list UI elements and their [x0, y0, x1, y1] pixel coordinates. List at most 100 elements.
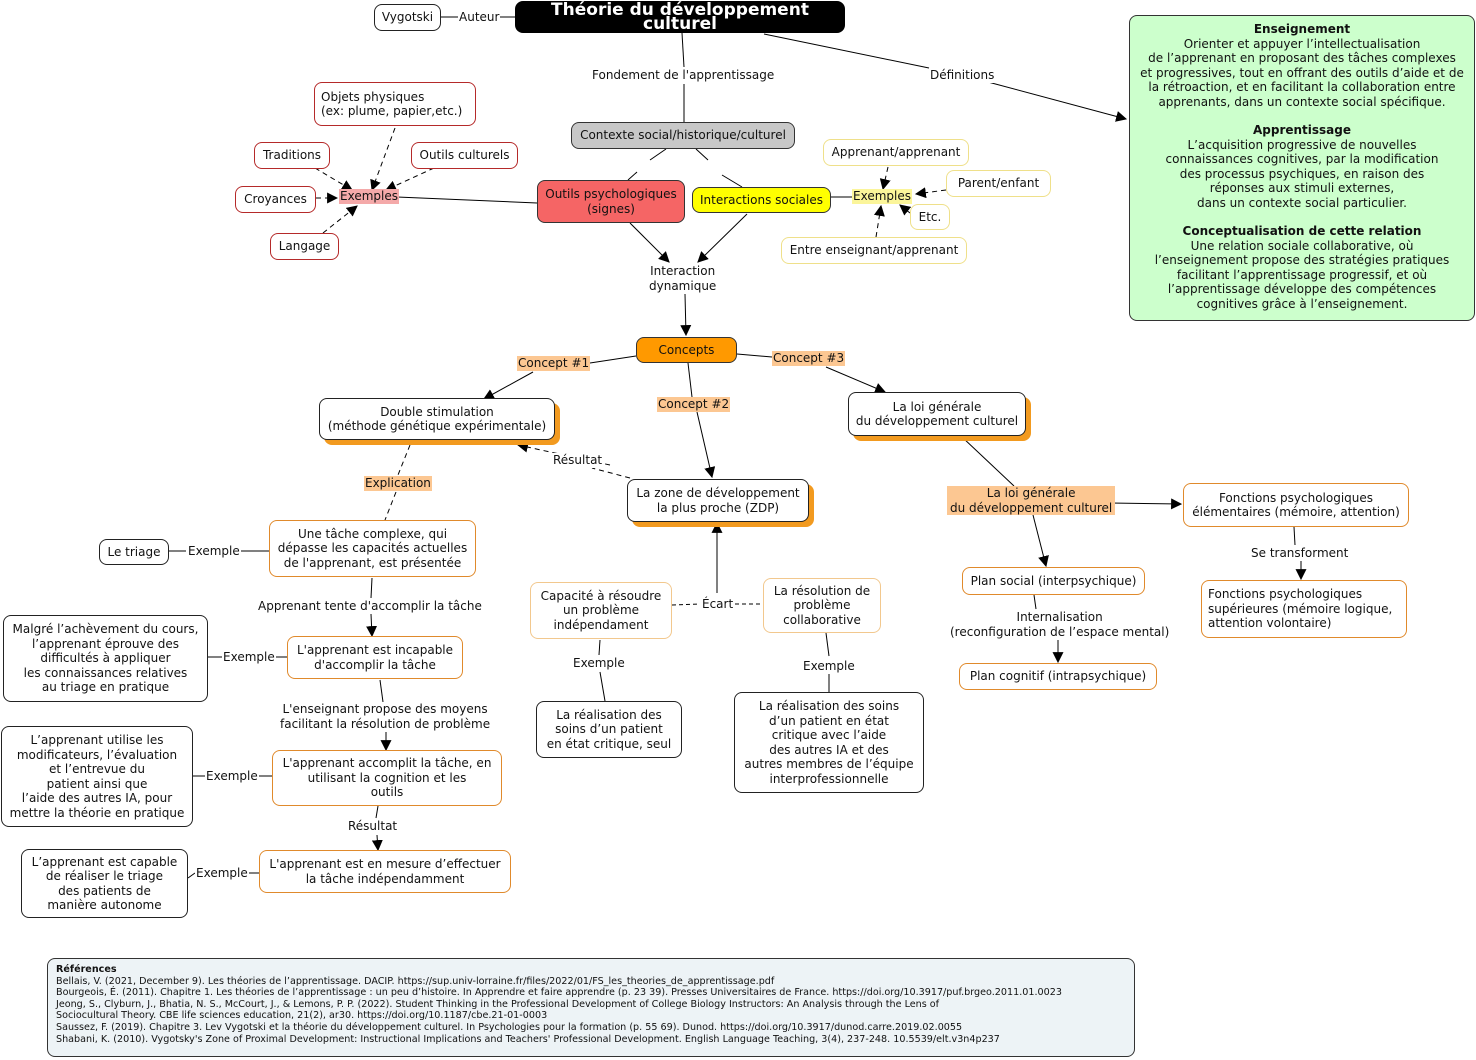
fonctions-superieures-node[interactable]: Fonctions psychologiques supérieures (mé…: [1201, 580, 1407, 638]
zdp-independant-text: Capacité à résoudre un problème indépend…: [540, 588, 662, 632]
outils-psychologiques-label: Outils psychologiques (signes): [545, 187, 677, 216]
example-text: Malgré l’achèvement du cours, l’apprenan…: [12, 622, 199, 695]
example-text: Objets physiques (ex: plume, papier,etc.…: [321, 89, 463, 119]
example-text: Outils culturels: [419, 148, 510, 163]
contexte-node[interactable]: Contexte social/historique/culturel: [571, 122, 795, 149]
concept-1-link-label: Concept #1: [517, 356, 591, 371]
example-text: Entre enseignant/apprenant: [789, 243, 959, 258]
loi-generale-node[interactable]: La loi générale du développement culture…: [848, 392, 1026, 436]
edge-c2-b: [696, 411, 716, 479]
interactions-exemples-label: Exemples: [852, 189, 912, 204]
example-enseignant-apprenant[interactable]: Entre enseignant/apprenant: [781, 237, 967, 264]
plan-cognitif-node[interactable]: Plan cognitif (intrapsychique): [959, 663, 1157, 690]
definition-heading: Conceptualisation de cette relation: [1182, 224, 1422, 238]
edge-res-a: [375, 805, 379, 819]
resultat-link-label: Résultat: [347, 819, 399, 834]
zdp-collaborative-node[interactable]: La résolution de problème collaborative: [763, 578, 881, 633]
edge-loi-plansocial: [1032, 514, 1049, 568]
step-text: L'apprenant est incapable d'accomplir la…: [296, 643, 454, 672]
references-heading: Références: [56, 964, 117, 975]
edge-loi-label: [961, 436, 1015, 487]
outils-psychologiques-node[interactable]: Outils psychologiques (signes): [537, 180, 685, 223]
fonctions-elementaires-node[interactable]: Fonctions psychologiques élémentaires (m…: [1183, 483, 1409, 527]
zdp-node[interactable]: La zone de développement la plus proche …: [627, 479, 809, 522]
interactions-sociales-node[interactable]: Interactions sociales: [692, 187, 831, 213]
example-parent-enfant[interactable]: Parent/enfant: [946, 170, 1051, 197]
example-soins-seul[interactable]: La réalisation des soins d’un patient en…: [536, 701, 682, 758]
definitions-link-label: Définitions: [929, 68, 996, 83]
ecart-link-label: Écart: [701, 597, 735, 612]
edge-c1-a: [589, 355, 637, 364]
example-text: Parent/enfant: [957, 176, 1040, 191]
step-text: L'apprenant est en mesure d’effectuer la…: [269, 857, 501, 886]
edge-internal-a: [1033, 594, 1037, 610]
step-accomplit[interactable]: L'apprenant accomplit la tâche, en utili…: [272, 750, 502, 806]
edge-langage: [322, 205, 358, 234]
author-node[interactable]: Vygotski: [374, 4, 441, 31]
edge-c2-a: [687, 362, 693, 398]
exemple-link-label: Exemple: [572, 656, 626, 671]
explication-link-label: Explication: [364, 476, 432, 491]
edge-fondement-1: [681, 32, 685, 68]
edge-ctx-outils-a: [649, 148, 667, 161]
example-objets-physiques[interactable]: Objets physiques (ex: plume, papier,etc.…: [314, 82, 476, 126]
example-text: Croyances: [244, 192, 307, 207]
example-text: L’apprenant est capable de réaliser le t…: [31, 854, 178, 913]
fondement-link-label: Fondement de l'apprentissage: [591, 68, 776, 83]
edge-outils-dyn: [629, 222, 670, 263]
definition-heading: Enseignement: [1253, 22, 1351, 36]
example-text: Traditions: [262, 148, 322, 163]
edge-outils-exemples: [396, 196, 538, 204]
se-transforment-link-label: Se transforment: [1250, 546, 1350, 561]
edge-ctx-inter-a: [695, 148, 709, 161]
definition-text: Une relation sociale collaborative, où l…: [1154, 238, 1450, 311]
example-soins-equipe[interactable]: La réalisation des soins d’un patient en…: [734, 692, 924, 793]
reference-item: Saussez, F. (2019). Chapitre 3. Lev Vygo…: [56, 1021, 963, 1033]
tente-link-label: Apprenant tente d'accomplir la tâche: [257, 599, 483, 614]
edge-col-ex-a: [825, 632, 830, 657]
exemple-link-label: Exemple: [205, 769, 259, 784]
step-independamment[interactable]: L'apprenant est en mesure d’effectuer la…: [259, 850, 511, 893]
outils-exemples-label: Exemples: [339, 189, 399, 204]
example-etc[interactable]: Etc.: [910, 204, 950, 230]
example-apprenant-apprenant[interactable]: Apprenant/apprenant: [823, 139, 969, 166]
edge-ind-ex-a: [598, 639, 601, 656]
double-stimulation-node[interactable]: Double stimulation (méthode génétique ex…: [319, 398, 555, 440]
zdp-label: La zone de développement la plus proche …: [636, 486, 800, 515]
reference-item: Bourgeois, É. (2011). Chapitre 1. Les th…: [56, 987, 1062, 999]
example-langage[interactable]: Langage: [270, 233, 339, 260]
edge-loi-fonctions: [1109, 498, 1183, 510]
exemple-link-label: Exemple: [187, 544, 241, 559]
exemple-link-label: Exemple: [195, 866, 249, 881]
edge-explication-a: [397, 444, 411, 476]
exemple-link-label: Exemple: [222, 650, 276, 665]
concepts-node[interactable]: Concepts: [636, 337, 737, 363]
example-malgre-achevement[interactable]: Malgré l’achèvement du cours, l’apprenan…: [3, 615, 208, 702]
example-utilise-modificateurs[interactable]: L’apprenant utilise les modificateurs, l…: [1, 726, 193, 827]
example-text: Apprenant/apprenant: [831, 145, 961, 160]
edge-ex4-1: [187, 872, 196, 879]
double-stimulation-label: Double stimulation (méthode génétique ex…: [327, 404, 547, 434]
references-panel: Références Bellais, V. (2021, December 9…: [47, 958, 1135, 1057]
example-traditions[interactable]: Traditions: [254, 142, 330, 169]
edge-outilscult: [385, 167, 435, 191]
author-name: Vygotski: [381, 10, 434, 25]
plan-social-text: Plan social (interpsychique): [970, 573, 1137, 588]
main-title-node[interactable]: Théorie du développement culturel: [515, 1, 845, 33]
example-le-triage[interactable]: Le triage: [99, 539, 169, 565]
internalisation-link-label: Internalisation (reconfiguration de l’es…: [949, 610, 1171, 639]
plan-social-node[interactable]: Plan social (interpsychique): [962, 567, 1145, 595]
example-capable-triage[interactable]: L’apprenant est capable de réaliser le t…: [21, 849, 188, 918]
edge-res-b: [371, 834, 383, 852]
step-tache-complexe[interactable]: Une tâche complexe, qui dépasse les capa…: [269, 520, 476, 577]
example-text: Etc.: [918, 209, 942, 224]
definition-text: L’acquisition progressive de nouvelles c…: [1165, 137, 1439, 210]
exemple-link-label: Exemple: [802, 659, 856, 674]
example-outils-culturels[interactable]: Outils culturels: [411, 142, 518, 169]
zdp-independant-node[interactable]: Capacité à résoudre un problème indépend…: [530, 582, 672, 639]
concepts-label: Concepts: [658, 342, 715, 357]
example-croyances[interactable]: Croyances: [235, 186, 316, 213]
step-incapable[interactable]: L'apprenant est incapable d'accomplir la…: [287, 636, 463, 679]
resultat-zdp-link-label: Résultat: [552, 453, 604, 468]
definition-heading: Apprentissage: [1252, 123, 1352, 137]
